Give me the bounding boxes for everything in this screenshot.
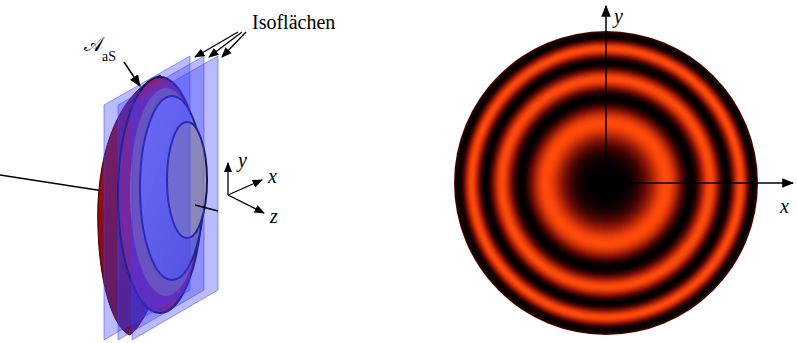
leader-arrow xyxy=(222,32,246,57)
axis-line xyxy=(195,205,218,211)
axis-label: x xyxy=(780,196,789,216)
axis-label: x xyxy=(268,166,277,186)
region-symbol: 𝒜 xyxy=(84,34,103,54)
axis-label: y xyxy=(238,150,247,170)
axis-arrow xyxy=(227,163,228,195)
axis-label: y xyxy=(614,6,623,26)
axis-arrow xyxy=(228,180,262,195)
axis-arrow xyxy=(606,182,793,184)
leader-arrow xyxy=(195,32,238,57)
iso-plane xyxy=(132,56,218,340)
leader-arrow xyxy=(124,62,140,86)
plane-label: Isoflächen xyxy=(252,12,335,32)
axis-label: z xyxy=(270,206,278,226)
axis-arrow xyxy=(605,6,607,183)
region-subscript: aS xyxy=(102,50,116,64)
axis-line xyxy=(0,175,110,192)
axis-arrow xyxy=(228,195,264,213)
